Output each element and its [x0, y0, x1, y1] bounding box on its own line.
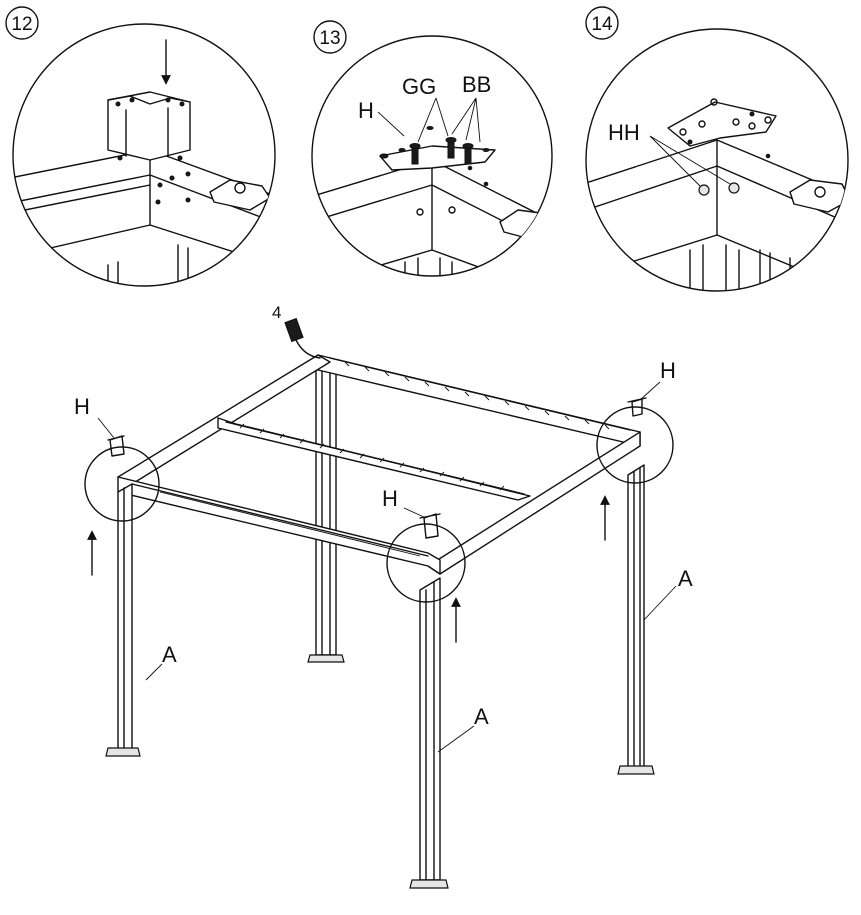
- step-14-label-hh: HH: [608, 120, 640, 145]
- post-front-left: [106, 484, 140, 756]
- label-bracket-left: H: [74, 394, 90, 419]
- post-back-left: [308, 360, 344, 662]
- step-13-label-gg: GG: [402, 74, 436, 99]
- post-right: [618, 465, 654, 774]
- bracket-left: [108, 436, 124, 456]
- step-12-detail: 12: [0, 7, 300, 300]
- louver-rail: [218, 418, 530, 500]
- step-12-number: 12: [11, 14, 32, 35]
- label-bracket-front: H: [382, 486, 398, 511]
- label-post-left: A: [162, 642, 177, 667]
- step-13-label-bb: BB: [462, 72, 491, 97]
- step-13-detail: 13 H GG BB: [300, 21, 560, 295]
- label-cable-4: 4: [272, 303, 281, 322]
- step-13-label-h: H: [358, 98, 374, 123]
- main-assembly: 4 H H H A A A: [74, 303, 693, 888]
- post-front: [410, 578, 448, 888]
- label-bracket-right: H: [660, 358, 676, 383]
- step-13-number: 13: [319, 28, 340, 49]
- label-post-front: A: [474, 704, 489, 729]
- motor-cable: [285, 319, 320, 358]
- step-13-contents: [300, 146, 560, 295]
- step-14-number: 14: [591, 14, 613, 35]
- step-14-detail: 14 HH: [580, 7, 860, 300]
- beam-right: [428, 432, 640, 574]
- label-post-right: A: [678, 566, 693, 591]
- step-12-contents: [0, 92, 300, 300]
